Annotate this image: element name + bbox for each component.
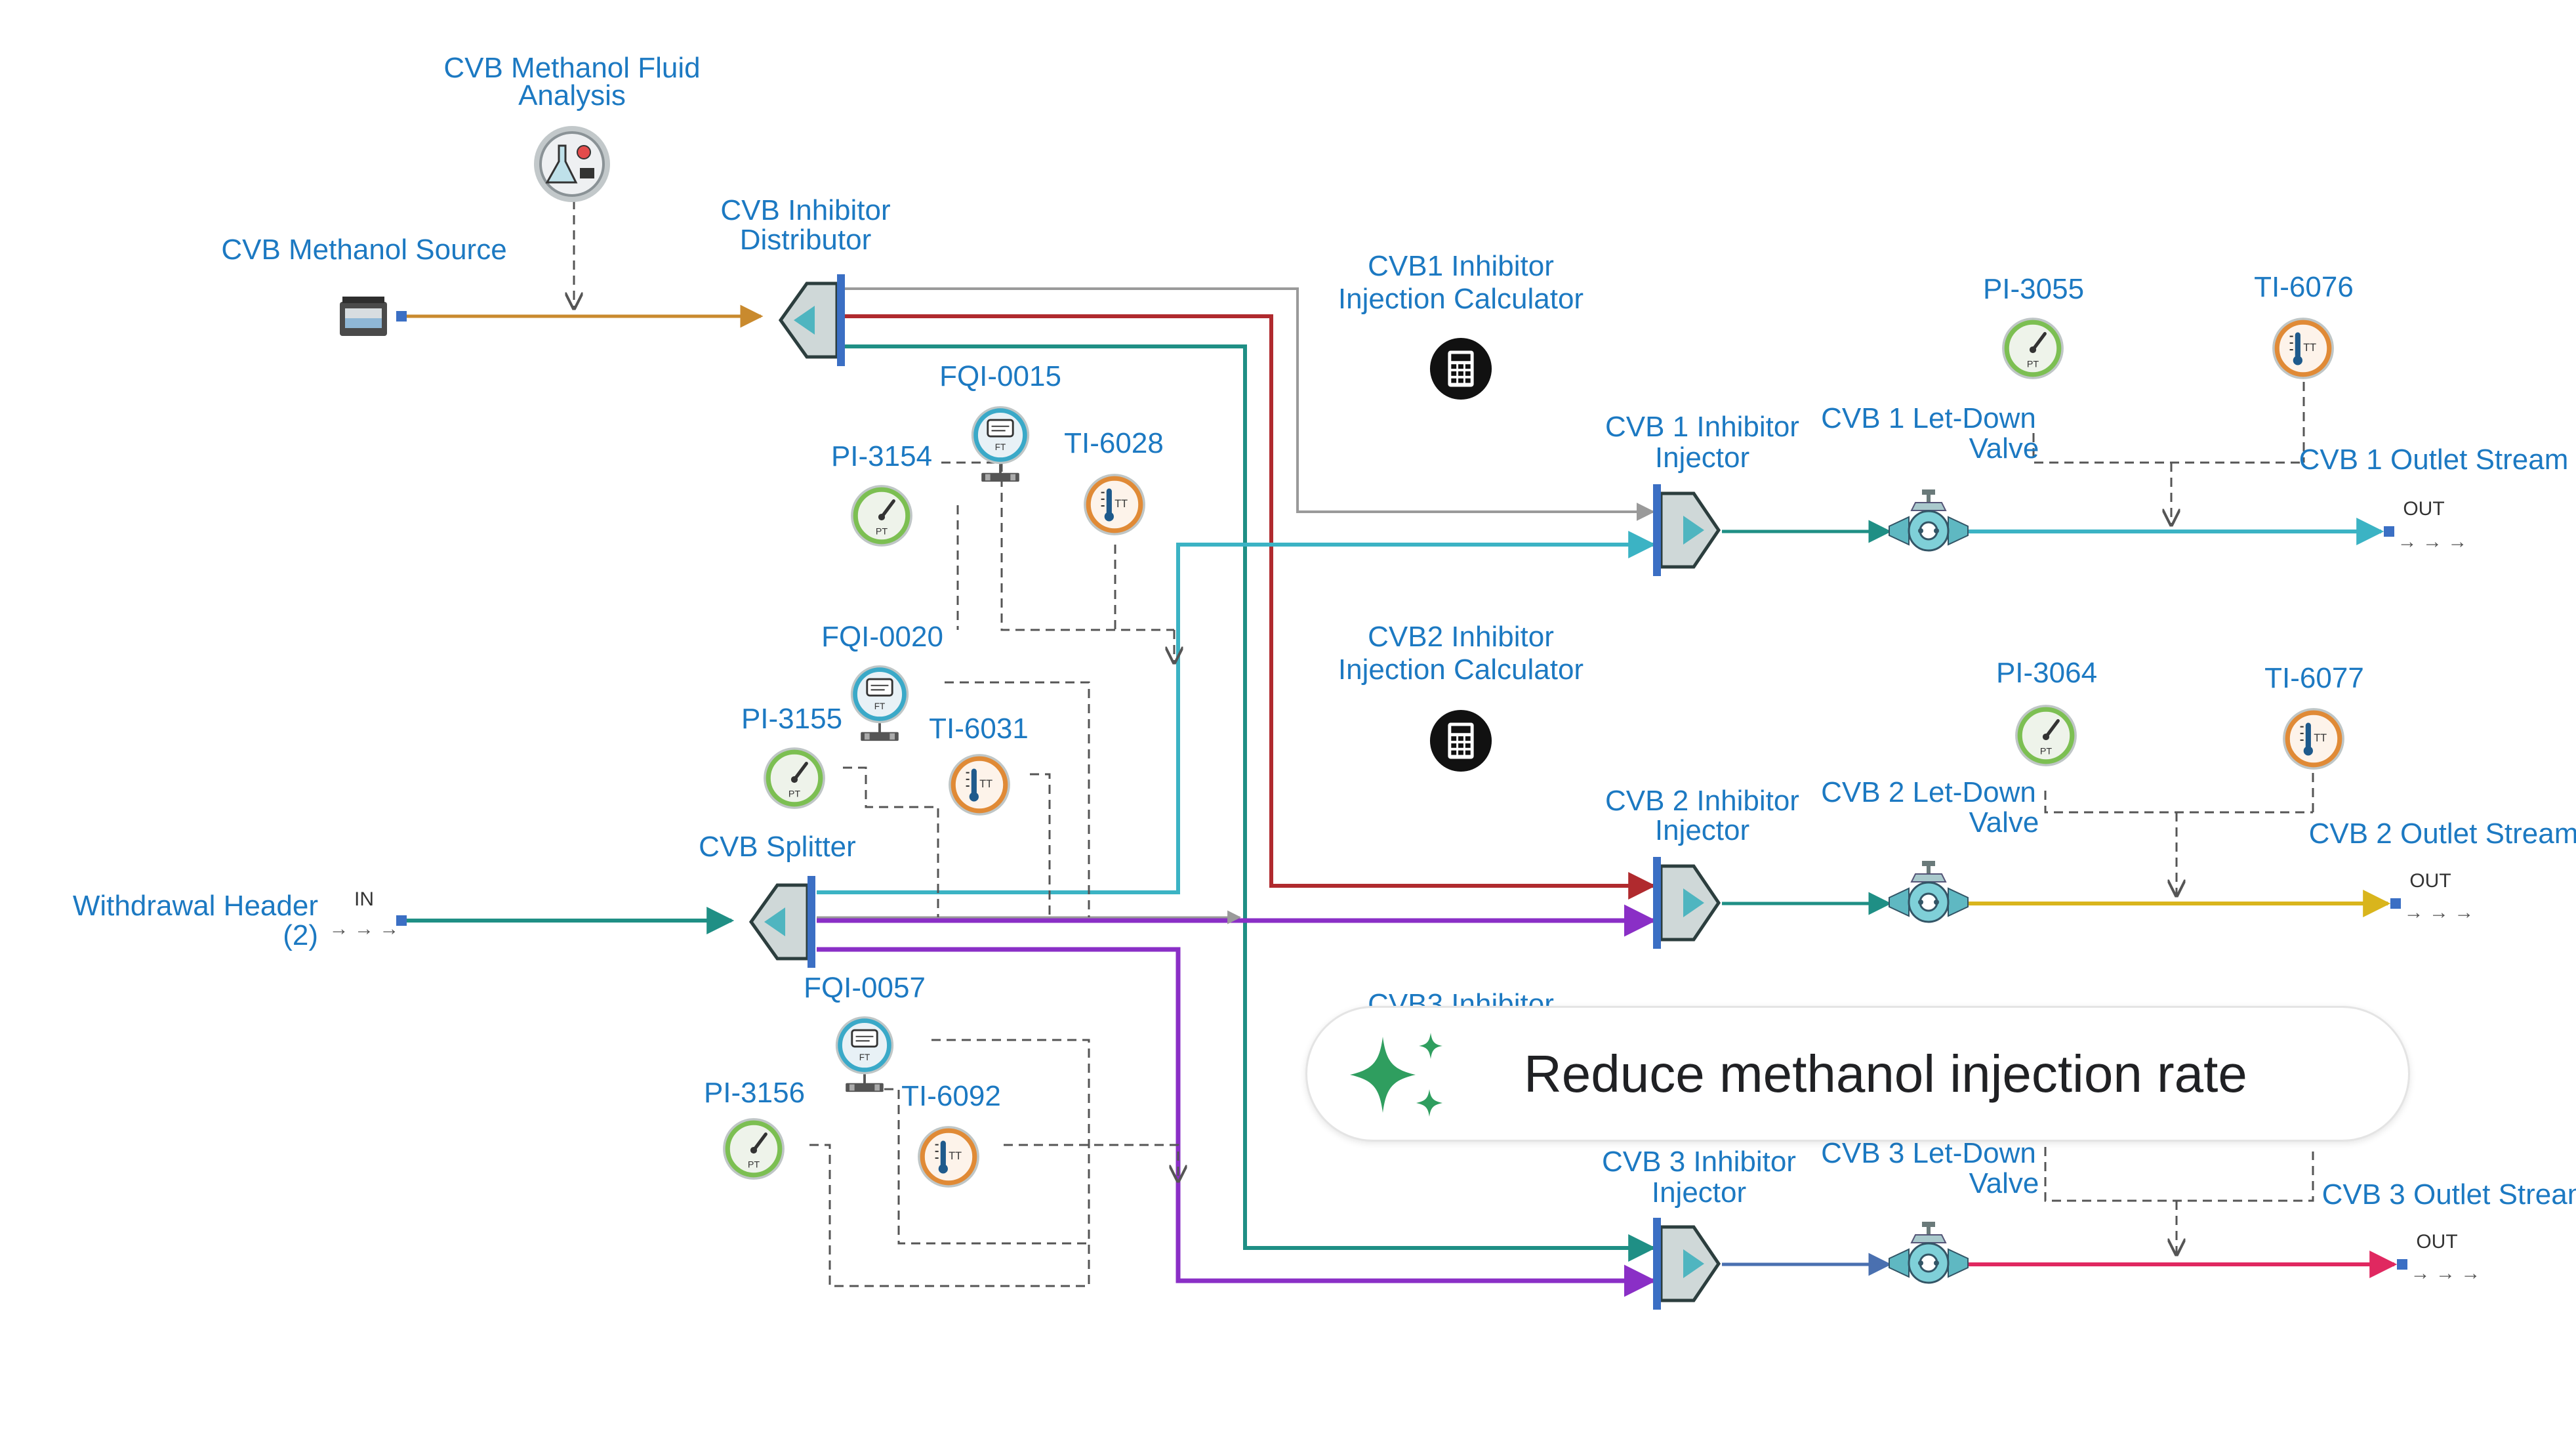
ti-6077-icon[interactable] (2283, 708, 2344, 770)
label-outlet3: CVB 3 Outlet Stream (2322, 1178, 2576, 1211)
stream-splitter-to-injector1-feed[interactable] (817, 531, 1656, 894)
stream-distributor-to-injector3[interactable] (844, 344, 1656, 1262)
injector1-icon[interactable] (1653, 484, 1719, 576)
label-injector2-1: CVB 2 Inhibitor (1605, 785, 1799, 817)
label-ti-6076: TI-6076 (2254, 271, 2354, 303)
label-outlet2: CVB 2 Outlet Stream (2309, 818, 2576, 850)
stream-splitter-to-injector3[interactable] (817, 947, 1656, 1297)
pi-3154-icon[interactable] (851, 485, 912, 547)
stream-distributor-to-injector1[interactable] (844, 287, 1655, 521)
label-valve1-1: CVB 1 Let-Down (1821, 402, 2036, 434)
label-pi-3156: PI-3156 (704, 1077, 805, 1109)
port-outlet1 (2384, 526, 2394, 537)
fqi-0020-icon[interactable] (851, 665, 909, 741)
label-ti-6077: TI-6077 (2264, 662, 2364, 694)
label-withdrawal-2: (2) (283, 919, 318, 951)
label-valve3-2: Valve (1969, 1167, 2039, 1199)
calculator1-icon[interactable] (1429, 337, 1492, 400)
label-out2: OUT (2409, 870, 2451, 892)
label-calc2-1: CVB2 Inhibitor (1368, 621, 1554, 653)
label-valve2-2: Valve (1969, 806, 2039, 839)
suggestion-chip[interactable]: Reduce methanol injection rate (1305, 1006, 2410, 1142)
label-methanol-source: CVB Methanol Source (221, 234, 506, 266)
label-out2-arrows: → → → (2404, 902, 2474, 923)
ti-6076-icon[interactable] (2272, 318, 2334, 379)
label-calc1-1: CVB1 Inhibitor (1368, 250, 1554, 282)
splitter-icon[interactable] (751, 876, 815, 968)
label-calc2-2: Injection Calculator (1338, 654, 1584, 686)
suggestion-text: Reduce methanol injection rate (1524, 1045, 2247, 1103)
port-withdrawal-out (396, 915, 407, 926)
label-fqi-0020: FQI-0020 (821, 621, 943, 653)
label-splitter: CVB Splitter (699, 831, 856, 863)
pi-3156-icon[interactable] (723, 1118, 785, 1180)
label-distributor-1: CVB Inhibitor (720, 194, 890, 226)
calculator2-icon[interactable] (1429, 709, 1492, 772)
fqi-0015-icon[interactable] (971, 406, 1029, 482)
label-in-arrows: → → → (329, 918, 399, 940)
signal-lines (574, 200, 2314, 1287)
ti-6031-icon[interactable] (949, 754, 1010, 816)
label-injector1-2: Injector (1655, 442, 1749, 474)
valve1-icon[interactable] (1889, 489, 1968, 550)
sparkle-icon (1350, 1033, 1442, 1117)
label-pi-3064: PI-3064 (1996, 657, 2097, 689)
lab-flask-icon[interactable] (534, 126, 610, 202)
valve2-icon[interactable] (1889, 861, 1968, 922)
ti-6092-icon[interactable] (918, 1126, 979, 1188)
label-out1: OUT (2403, 498, 2444, 520)
pi-3055-icon[interactable] (2002, 318, 2064, 379)
valve3-icon[interactable] (1889, 1222, 1968, 1283)
label-in-port: IN (354, 888, 374, 910)
label-out1-arrows: → → → (2398, 531, 2468, 552)
fqi-0057-icon[interactable] (836, 1016, 893, 1092)
label-out3-arrows: → → → (2411, 1262, 2481, 1284)
pi-3155-icon[interactable] (764, 747, 825, 809)
label-injector1-1: CVB 1 Inhibitor (1605, 411, 1799, 443)
label-injector3-2: Injector (1652, 1176, 1746, 1209)
ti-6028-icon[interactable] (1084, 474, 1145, 535)
label-ti-6092: TI-6092 (901, 1080, 1001, 1112)
inhibitor-distributor-icon[interactable] (781, 274, 845, 366)
label-fluid-analysis-1: CVB Methanol Fluid (443, 52, 700, 84)
label-fqi-0057: FQI-0057 (804, 972, 926, 1004)
injector2-icon[interactable] (1653, 857, 1719, 949)
label-fluid-analysis-2: Analysis (518, 79, 626, 112)
port-outlet3 (2397, 1259, 2407, 1270)
label-pi-3154: PI-3154 (831, 440, 932, 472)
label-injector2-2: Injector (1655, 814, 1749, 846)
port-source-out (396, 311, 407, 322)
label-out3: OUT (2416, 1231, 2457, 1253)
label-ti-6028: TI-6028 (1064, 427, 1164, 459)
port-outlet2 (2390, 898, 2401, 909)
source-tank-icon[interactable] (340, 297, 387, 336)
label-calc1-2: Injection Calculator (1338, 283, 1584, 315)
label-valve3-1: CVB 3 Let-Down (1821, 1137, 2036, 1169)
label-pi-3055: PI-3055 (1983, 273, 2084, 305)
label-withdrawal-1: Withdrawal Header (73, 890, 318, 922)
label-valve2-1: CVB 2 Let-Down (1821, 776, 2036, 808)
injector3-icon[interactable] (1653, 1218, 1719, 1310)
label-distributor-2: Distributor (740, 224, 872, 256)
label-ti-6031: TI-6031 (929, 713, 1029, 745)
label-valve1-2: Valve (1969, 432, 2039, 465)
label-injector3-1: CVB 3 Inhibitor (1602, 1146, 1796, 1178)
pi-3064-icon[interactable] (2015, 705, 2077, 766)
label-pi-3155: PI-3155 (741, 703, 842, 735)
stream-distributor-to-injector2[interactable] (844, 314, 1656, 900)
label-fqi-0015: FQI-0015 (939, 360, 1061, 392)
label-outlet1: CVB 1 Outlet Stream (2299, 444, 2569, 476)
